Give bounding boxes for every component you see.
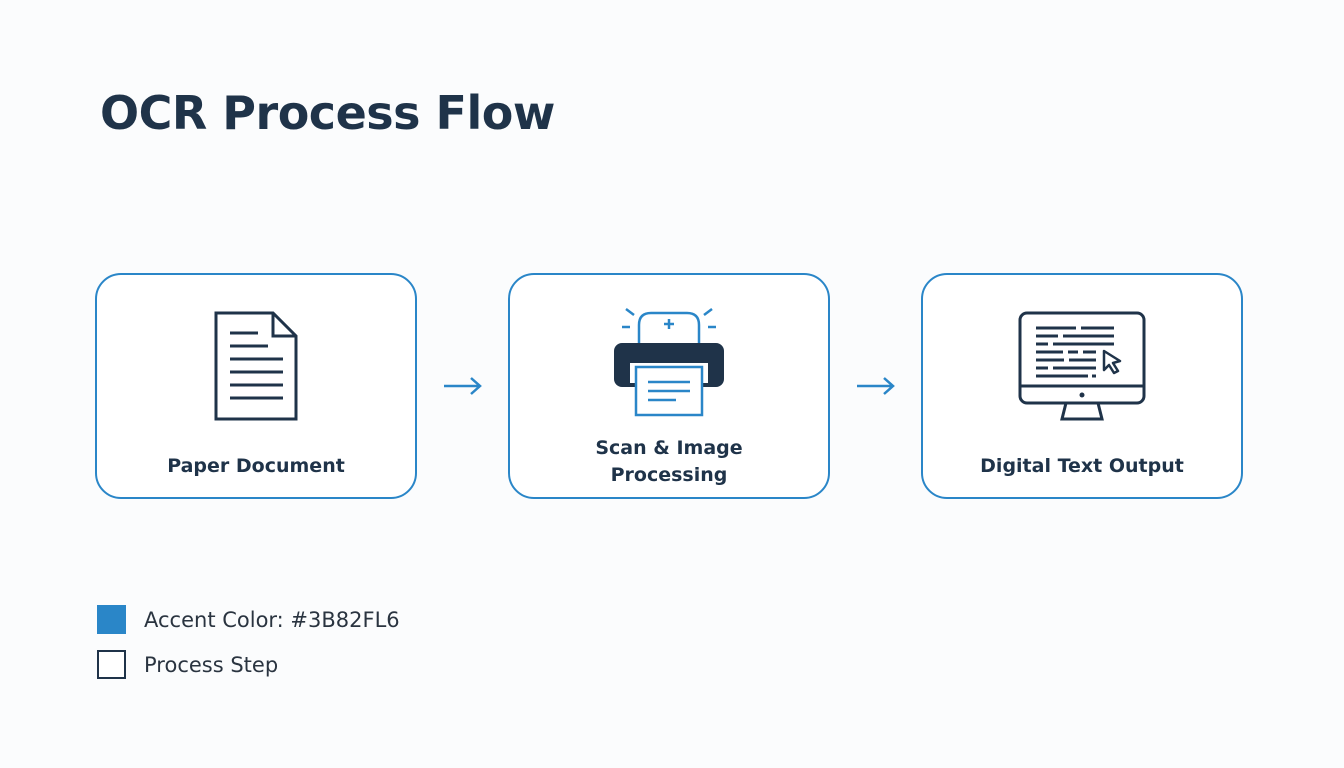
page-title: OCR Process Flow xyxy=(100,86,555,140)
legend-label: Accent Color: #3B82FL6 xyxy=(144,607,400,632)
step-label: Scan & Image Processing xyxy=(510,435,828,489)
scanner-icon xyxy=(614,308,724,417)
step-label: Paper Document xyxy=(167,455,345,477)
document-icon xyxy=(214,311,298,421)
step-paper-document: Paper Document xyxy=(95,273,417,499)
step-digital-text-output: Digital Text Output xyxy=(921,273,1243,499)
process-step-swatch xyxy=(97,650,126,679)
accent-swatch xyxy=(97,605,126,634)
legend-item-process-step: Process Step xyxy=(97,650,278,679)
step-label-line-2: Processing xyxy=(610,464,728,486)
step-label: Digital Text Output xyxy=(980,455,1184,477)
monitor-icon xyxy=(1018,311,1146,421)
legend-item-accent: Accent Color: #3B82FL6 xyxy=(97,605,400,634)
step-scan-image-processing: Scan & Image Processing xyxy=(508,273,830,499)
arrow-right-icon xyxy=(444,377,482,395)
arrow-right-icon xyxy=(857,377,895,395)
step-label-line-1: Scan & Image xyxy=(595,437,743,459)
legend-label: Process Step xyxy=(144,652,279,677)
